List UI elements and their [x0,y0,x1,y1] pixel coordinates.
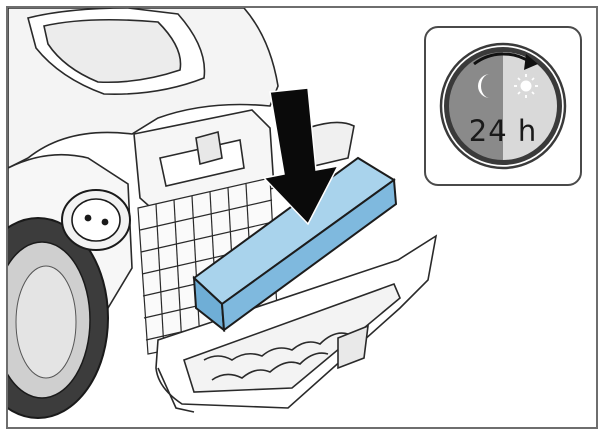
power-socket-icon [61,189,131,251]
vacuum-illustration [8,8,438,419]
down-arrow-icon [262,87,340,226]
clock-dial [439,42,567,170]
duration-label: 24 h [468,114,538,148]
duration-badge: 24 h [424,26,582,186]
illustration-frame: 24 h [6,6,598,429]
moon-icon [478,74,490,98]
sun-icon [514,74,538,98]
filter-tray [155,234,438,413]
rotation-arrow-icon [473,52,538,70]
vacuum-wheel [8,217,109,419]
filter-block [192,156,398,333]
